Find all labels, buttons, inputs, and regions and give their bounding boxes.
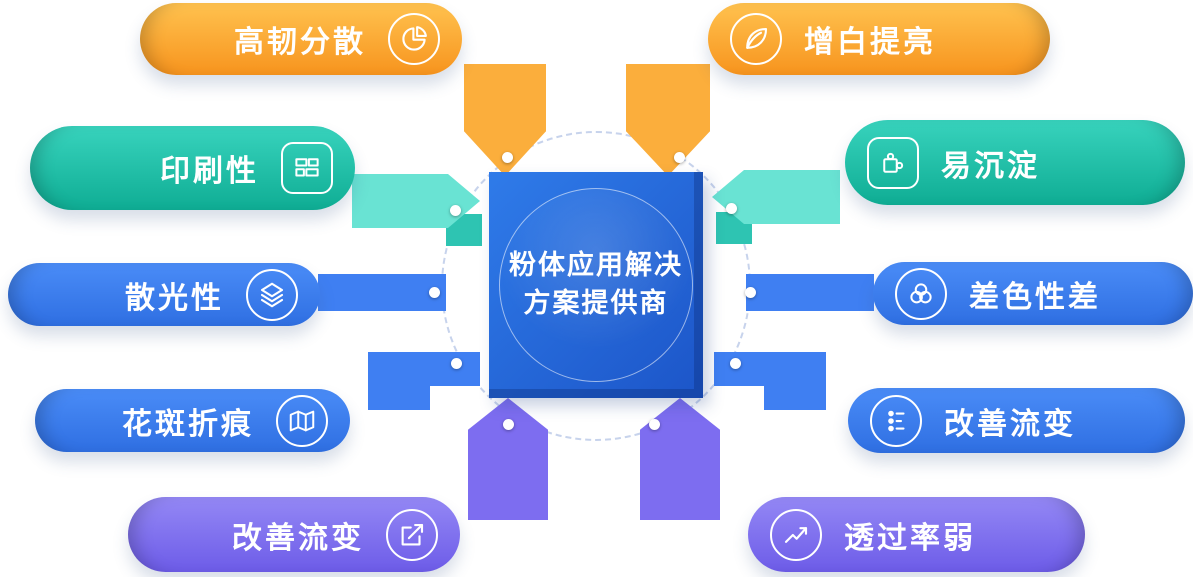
- connector-dot: [726, 203, 737, 214]
- connector-dot: [649, 419, 660, 430]
- center-card: 粉体应用解决 方案提供商: [489, 172, 703, 398]
- pill-label: 差色性差: [969, 280, 1101, 314]
- connector-dot: [502, 152, 513, 163]
- leaf-icon: [730, 13, 782, 65]
- pill-transmittance: 透过率弱: [748, 497, 1085, 572]
- connector-dot: [451, 358, 462, 369]
- center-title-line2: 方案提供商: [523, 288, 669, 318]
- pill-label: 花斑折痕: [122, 407, 254, 441]
- pill-label: 印刷性: [160, 155, 259, 188]
- pill-label: 改善流变: [944, 407, 1076, 441]
- pill-dispersion: 高韧分散: [140, 3, 462, 75]
- folded-map-icon: [276, 394, 328, 447]
- print-plates-icon: [281, 142, 333, 194]
- connector-blue-left-bar: [318, 274, 446, 311]
- connector-teal-left: [352, 174, 480, 228]
- connector-blue-left-elbow-top: [368, 352, 480, 386]
- pill-color-difference: 差色性差: [873, 262, 1193, 325]
- pill-label: 透过率弱: [844, 521, 976, 555]
- pill-whitening: 增白提亮: [708, 3, 1050, 75]
- puzzle-icon: [867, 136, 919, 189]
- sliders-icon: [870, 394, 922, 447]
- connector-dot: [745, 287, 756, 298]
- pill-label: 易沉淀: [941, 149, 1040, 183]
- overlapping-circles-icon: [895, 267, 947, 320]
- connector-dot: [503, 419, 514, 430]
- pill-mottle-crease: 花斑折痕: [35, 389, 350, 452]
- pill-rheology-left: 改善流变: [128, 497, 460, 572]
- pill-light-scattering: 散光性: [8, 263, 320, 326]
- center-circle: 粉体应用解决 方案提供商: [499, 188, 693, 382]
- pill-label: 改善流变: [232, 521, 364, 555]
- pie-chart-icon: [388, 13, 440, 65]
- connector-dot: [674, 152, 685, 163]
- pill-printability: 印刷性: [30, 126, 355, 210]
- pill-rheology-right: 改善流变: [848, 388, 1185, 453]
- connector-blue-right-elbow-bottom: [764, 384, 826, 410]
- center-title-line1: 粉体应用解决: [509, 250, 683, 281]
- pill-sedimentation: 易沉淀: [845, 120, 1185, 205]
- chart-line-icon: [770, 508, 822, 561]
- connector-blue-left-elbow-bottom: [368, 384, 430, 410]
- layers-icon: [246, 268, 298, 321]
- connector-dot: [429, 287, 440, 298]
- connector-dot: [730, 358, 741, 369]
- trend-edit-icon: [386, 508, 438, 561]
- pill-label: 增白提亮: [804, 26, 936, 59]
- pill-label: 高韧分散: [234, 26, 366, 59]
- connector-blue-right-elbow-top: [714, 352, 826, 386]
- connector-blue-right-bar: [746, 274, 874, 311]
- connector-dot: [450, 205, 461, 216]
- pill-label: 散光性: [125, 281, 224, 315]
